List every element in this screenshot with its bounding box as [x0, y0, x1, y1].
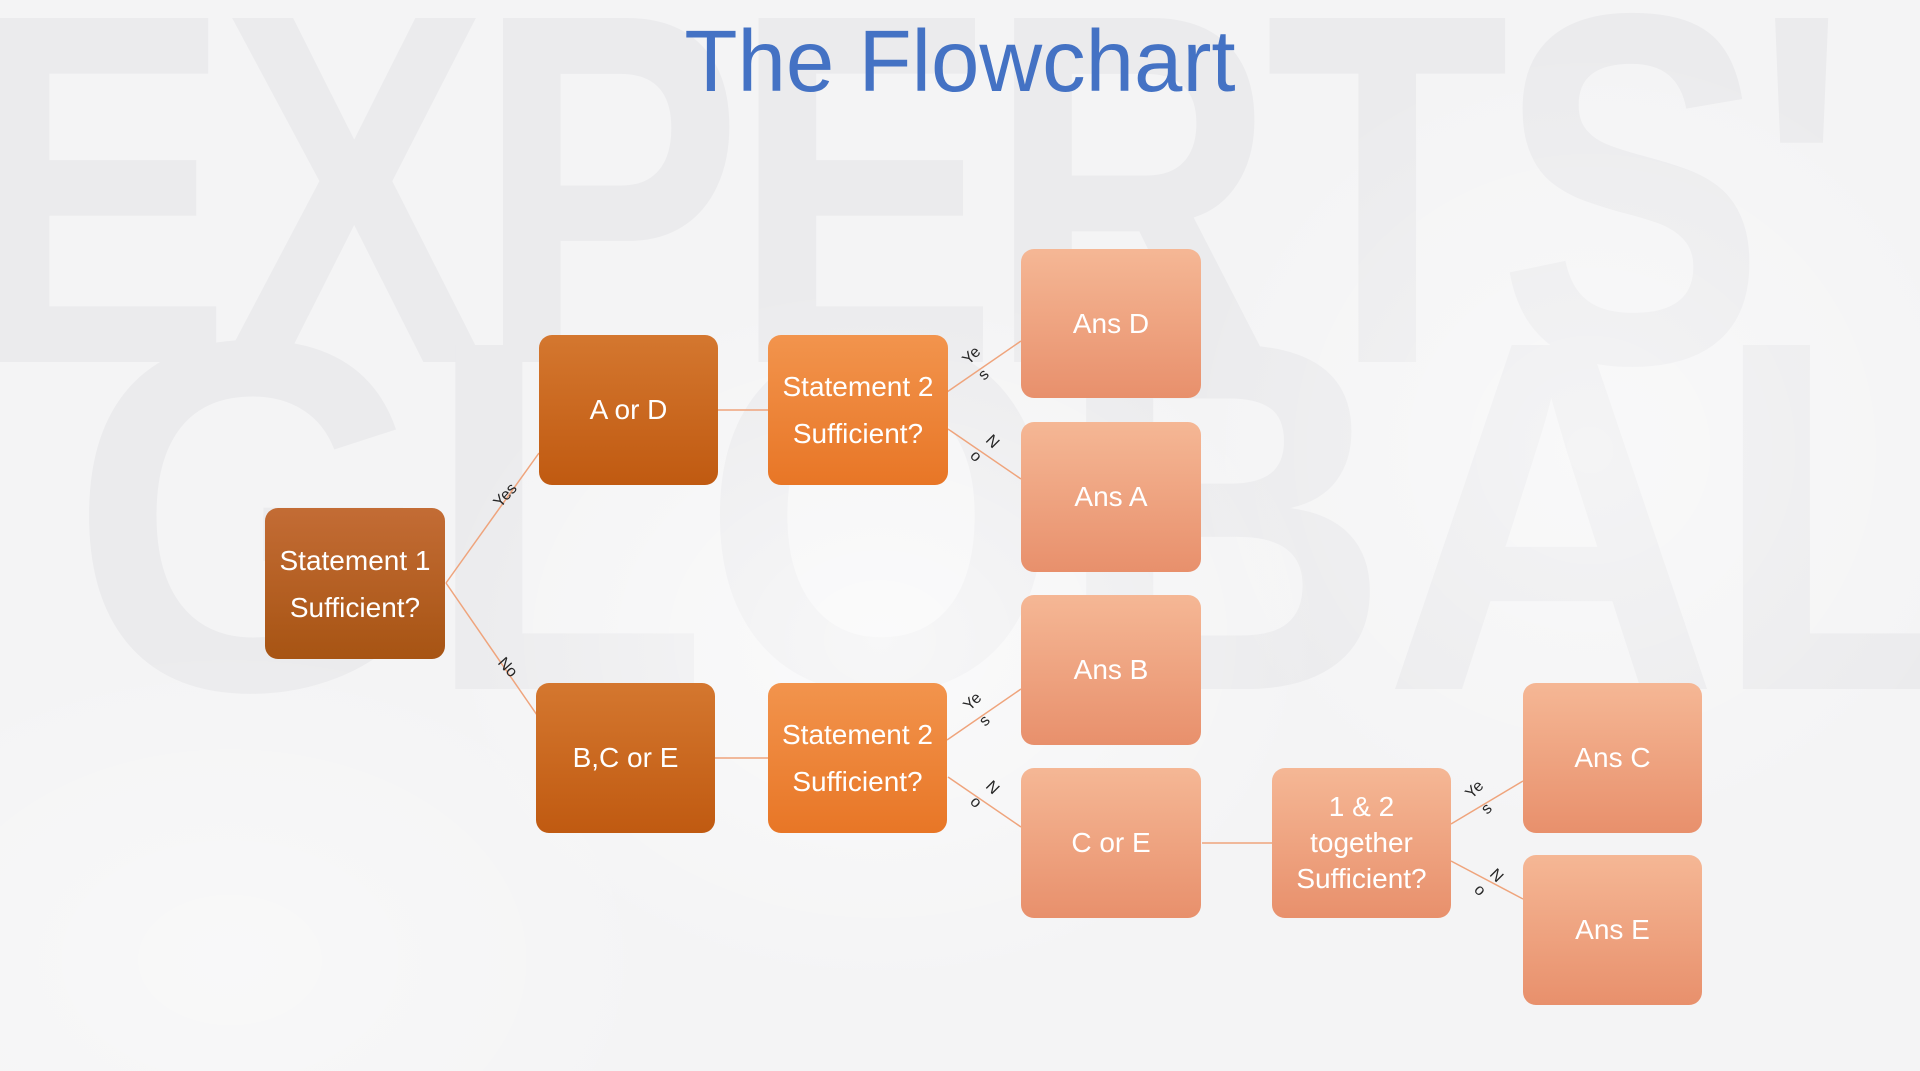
node-ans-d: Ans D — [1021, 249, 1201, 398]
node-label: Ans E — [1575, 914, 1650, 945]
edge-s2t-no — [947, 428, 1022, 480]
node-ans-c: Ans C — [1523, 683, 1702, 833]
node-statement-2-bottom: Statement 2 Sufficient? — [768, 683, 947, 833]
node-label: Ans B — [1073, 654, 1149, 685]
node-label: Sufficient? — [792, 766, 923, 797]
edge-s2b-yes — [946, 688, 1022, 741]
node-label: Statement 1 — [279, 544, 431, 576]
edge-s1-yes — [445, 452, 540, 584]
node-label: together — [1310, 827, 1413, 858]
node-a-or-d: A or D — [539, 335, 718, 485]
node-label: Ans D — [1072, 307, 1150, 339]
node-ans-a: Ans A — [1021, 422, 1201, 572]
node-statement-1: Statement 1 Sufficient? — [265, 508, 445, 659]
node-label: Sufficient? — [289, 591, 421, 623]
node-ans-b: Ans B — [1021, 595, 1201, 745]
page-title: The Flowchart — [684, 13, 1236, 110]
edge-s2b-no — [947, 776, 1022, 828]
node-label: Statement 2 — [782, 719, 933, 750]
node-label: Sufficient? — [1296, 863, 1427, 894]
node-label: Ans C — [1574, 742, 1651, 773]
node-c-or-e: C or E — [1021, 768, 1201, 918]
node-b-c-or-e: B,C or E — [536, 683, 715, 833]
node-label: Statement 2 — [782, 371, 934, 402]
edge-s2t-yes — [946, 340, 1022, 393]
node-label: Sufficient? — [792, 418, 924, 449]
node-label: 1 & 2 — [1328, 791, 1395, 822]
edge-tog-no — [1450, 860, 1524, 900]
node-label: C or E — [1071, 827, 1151, 858]
node-label: A or D — [589, 394, 668, 425]
edge-tog-yes — [1450, 780, 1524, 825]
node-label: Ans A — [1074, 481, 1148, 512]
node-statement-2-top: Statement 2 Sufficient? — [768, 335, 948, 485]
edge-s1-no — [445, 582, 538, 716]
node-label: B,C or E — [572, 742, 679, 773]
node-ans-e: Ans E — [1523, 855, 1702, 1005]
